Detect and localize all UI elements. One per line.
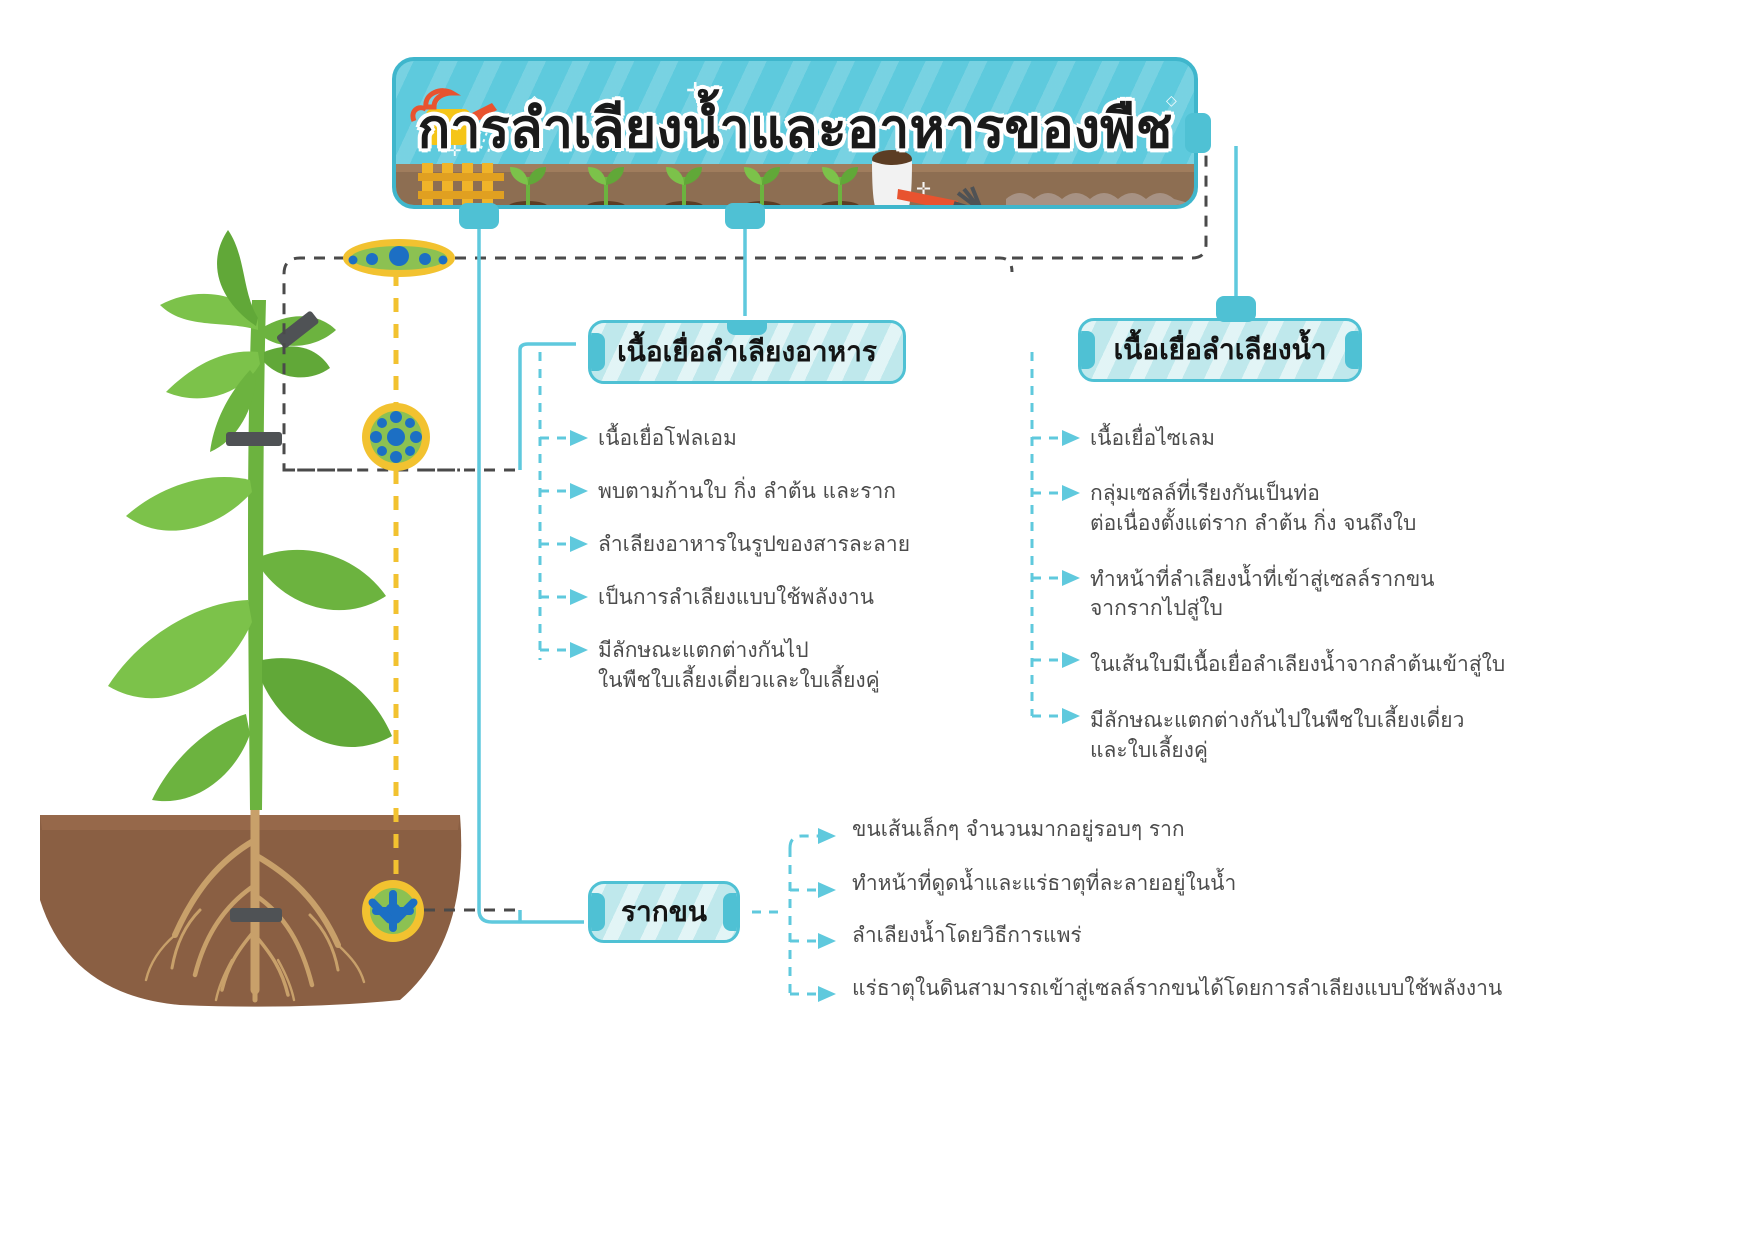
bullet-text: มีลักษณะแตกต่างกันไป ในพืชใบเลี้ยงเดี่ยว… [598, 638, 880, 692]
cross-section-stem [362, 403, 430, 471]
node-roothair[interactable]: รากขน [588, 881, 740, 943]
list-item: ทำหน้าที่ดูดน้ำและแร่ธาตุที่ละลายอยู่ในน… [852, 869, 1512, 899]
seedling-icon [509, 167, 859, 205]
bullet-text: เป็นการลำเลียงแบบใช้พลังงาน [598, 585, 874, 609]
chip-tab-left [591, 893, 605, 931]
bullet-text: ในเส้นใบมีเนื้อเยื่อลำเลียงน้ำจากลำต้นเข… [1090, 652, 1506, 677]
plant-roots [144, 795, 366, 1003]
roothair-bullet-list: ขนเส้นเล็กๆ จำนวนมากอยู่รอบๆ ราก ทำหน้าท… [852, 815, 1512, 1026]
plant-stem [248, 300, 266, 810]
bullet-text: แร่ธาตุในดินสามารถเข้าสู่เซลล์รากขนได้โด… [852, 976, 1503, 1000]
bullet-text: ลำเลียงอาหารในรูปของสารละลาย [598, 532, 911, 556]
chip-stripes [1081, 321, 1359, 379]
node-phloem-label: เนื้อเยื่อลำเลียงอาหาร [617, 335, 877, 368]
rake-icon [953, 186, 982, 205]
line-top-rail [455, 256, 1014, 273]
list-item: มีลักษณะแตกต่างกันไปในพืชใบเลี้ยงเดี่ยว … [1090, 706, 1510, 766]
plus-sparkle-icon: ✛ [686, 79, 705, 104]
line-rail-to-title-right [1012, 136, 1208, 260]
fertilizer-bag-icon [872, 150, 982, 205]
chip-stripes [591, 884, 737, 940]
line-leaf-to-stemcircle [282, 256, 460, 472]
list-item: เนื้อเยื่อไซเลม [1090, 424, 1510, 454]
cross-section-root [362, 880, 424, 942]
list-item: ขนเส้นเล็กๆ จำนวนมากอยู่รอบๆ ราก [852, 815, 1512, 845]
xylem-chip-nub [1216, 296, 1256, 322]
chip-tab-right [1345, 331, 1359, 369]
list-item: ทำหน้าที่ลำเลียงน้ำที่เข้าสู่เซลล์รากขน … [1090, 565, 1510, 625]
page-title: การลำเลียงน้ำและอาหารของพืช [417, 97, 1173, 160]
fence-icon [418, 163, 504, 205]
list-item: เป็นการลำเลียงแบบใช้พลังงาน [598, 583, 958, 613]
diamond-sparkle-icon: ◇ [1166, 93, 1177, 109]
node-phloem[interactable]: เนื้อเยื่อลำเลียงอาหาร [588, 320, 906, 384]
plant-leaves [108, 230, 392, 802]
bullet-text: ทำหน้าที่ดูดน้ำและแร่ธาตุที่ละลายอยู่ในน… [852, 871, 1237, 895]
list-item: ในเส้นใบมีเนื้อเยื่อลำเลียงน้ำจากลำต้นเข… [1090, 650, 1510, 680]
bullet-text: ขนเส้นเล็กๆ จำนวนมากอยู่รอบๆ ราก [852, 817, 1185, 841]
chip-tab-top [727, 323, 767, 335]
list-item: แร่ธาตุในดินสามารถเข้าสู่เซลล์รากขนได้โด… [852, 974, 1512, 1004]
list-item: มีลักษณะแตกต่างกันไป ในพืชใบเลี้ยงเดี่ยว… [598, 636, 958, 696]
list-item: พบตามก้านใบ กิ่ง ลำต้น และราก [598, 477, 958, 507]
bullet-text: เนื้อเยื่อไซเลม [1090, 426, 1215, 450]
bullet-arrowheads [570, 430, 1080, 1002]
list-item: กลุ่มเซลล์ที่เรียงกันเป็นท่อ ต่อเนื่องตั… [1090, 479, 1510, 539]
chip-tab-left [591, 333, 605, 371]
bullet-text: ลำเลียงน้ำโดยวิธีการแพร่ [852, 923, 1082, 947]
list-item: เนื้อเยื่อโฟลเอม [598, 424, 958, 454]
bullet-text: ทำหน้าที่ลำเลียงน้ำที่เข้าสู่เซลล์รากขน … [1090, 566, 1435, 621]
node-xylem-label: เนื้อเยื่อลำเลียงน้ำ [1113, 333, 1327, 366]
soil-rows-icon [1006, 193, 1194, 205]
roothair-branch-1 [788, 834, 818, 849]
cross-section-leaf [343, 239, 455, 277]
bullet-text: เนื้อเยื่อโฟลเอม [598, 426, 737, 450]
watering-can-icon [410, 88, 499, 154]
list-item: ลำเลียงน้ำโดยวิธีการแพร่ [852, 921, 1512, 951]
chip-tab-right [723, 893, 737, 931]
node-roothair-label: รากขน [621, 895, 707, 928]
plus-sparkle-icon: ✛ [448, 141, 462, 160]
diamond-sparkle-icon: ◇ [526, 91, 543, 116]
bullet-text: กลุ่มเซลล์ที่เรียงกันเป็นท่อ ต่อเนื่องตั… [1090, 481, 1417, 535]
title-banner: ◇ ✛ ✛ ◇ ✛ [392, 57, 1198, 209]
chip-tab-left [1081, 331, 1095, 369]
bullet-text: พบตามก้านใบ กิ่ง ลำต้น และราก [598, 479, 897, 503]
phloem-bullet-list: เนื้อเยื่อโฟลเอม พบตามก้านใบ กิ่ง ลำต้น … [598, 424, 958, 718]
banner-nub-left [459, 203, 499, 229]
node-xylem[interactable]: เนื้อเยื่อลำเลียงน้ำ [1078, 318, 1362, 382]
trunk-left [477, 212, 584, 924]
cut-markers [226, 311, 319, 922]
banner-nub-right [1185, 113, 1211, 153]
branch-to-phloem-chip [518, 342, 576, 470]
list-item: ลำเลียงอาหารในรูปของสารละลาย [598, 530, 958, 560]
bullet-text: มีลักษณะแตกต่างกันไปในพืชใบเลี้ยงเดี่ยว … [1090, 708, 1465, 763]
banner-nub-center [725, 203, 765, 229]
xylem-bullet-list: เนื้อเยื่อไซเลม กลุ่มเซลล์ที่เรียงกันเป็… [1090, 424, 1510, 788]
